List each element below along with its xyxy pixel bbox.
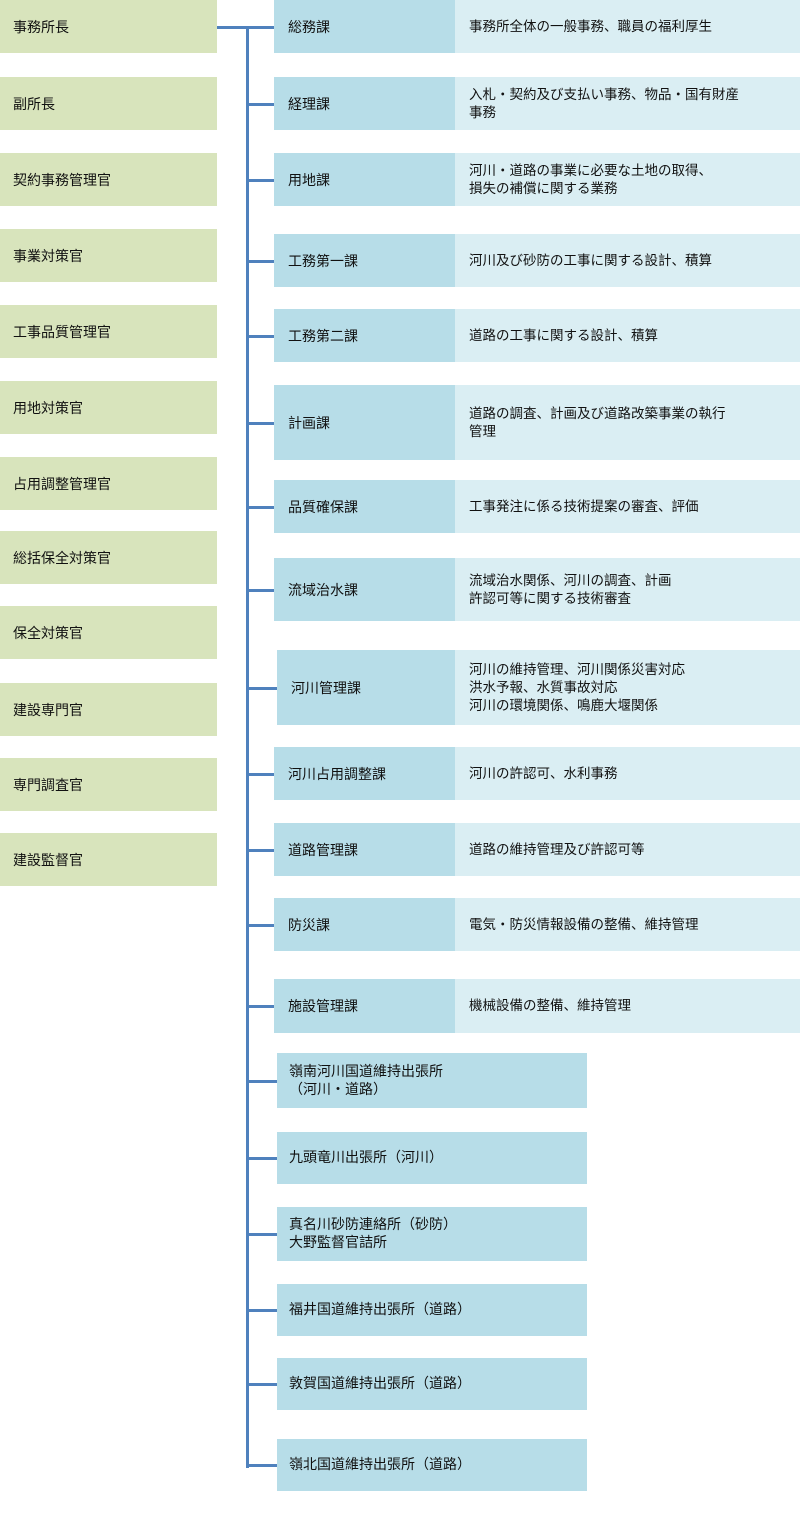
department-box: 流域治水課 — [274, 558, 455, 621]
duty-box: 事務所全体の一般事務、職員の福利厚生 — [455, 0, 800, 53]
department-box: 道路管理課 — [274, 823, 455, 876]
branch-connector — [247, 772, 274, 776]
duty-box: 工事発注に係る技術提案の審査、評価 — [455, 480, 800, 533]
department-box: 防災課 — [274, 898, 455, 951]
official-box: 事務所長 — [0, 0, 217, 53]
duty-box: 河川及び砂防の工事に関する設計、積算 — [455, 234, 800, 287]
department-box: 工務第二課 — [274, 309, 455, 362]
department-box: 河川占用調整課 — [274, 747, 455, 800]
office-box: 真名川砂防連絡所（砂防） 大野監督官詰所 — [277, 1207, 587, 1261]
office-box: 福井国道維持出張所（道路） — [277, 1284, 587, 1336]
duty-box: 河川の維持管理、河川関係災害対応 洪水予報、水質事故対応 河川の環境関係、鳴鹿大… — [455, 650, 800, 725]
branch-connector — [247, 102, 274, 106]
official-box: 事業対策官 — [0, 229, 217, 282]
official-box: 建設専門官 — [0, 683, 217, 736]
department-box: 経理課 — [274, 77, 455, 130]
branch-connector — [247, 25, 274, 29]
branch-connector — [247, 1079, 277, 1083]
branch-connector — [247, 178, 274, 182]
official-box: 専門調査官 — [0, 758, 217, 811]
branch-connector — [247, 259, 274, 263]
official-box: 工事品質管理官 — [0, 305, 217, 358]
official-box: 占用調整管理官 — [0, 457, 217, 510]
branch-connector — [247, 1383, 277, 1386]
official-box: 副所長 — [0, 77, 217, 130]
duty-box: 入札・契約及び支払い事務、物品・国有財産 事務 — [455, 77, 800, 130]
office-box: 嶺南河川国道維持出張所 （河川・道路） — [277, 1053, 587, 1108]
branch-connector — [247, 1464, 277, 1467]
branch-connector — [247, 588, 274, 592]
department-box: 河川管理課 — [277, 650, 455, 725]
branch-connector — [247, 923, 274, 927]
official-box: 保全対策官 — [0, 606, 217, 659]
office-box: 九頭竜川出張所（河川） — [277, 1132, 587, 1184]
branch-connector — [247, 1309, 277, 1312]
official-box: 総括保全対策官 — [0, 531, 217, 584]
branch-connector — [247, 1157, 277, 1160]
department-box: 総務課 — [274, 0, 455, 53]
department-box: 計画課 — [274, 385, 455, 460]
branch-connector — [247, 1005, 274, 1008]
department-box: 用地課 — [274, 153, 455, 206]
official-box: 建設監督官 — [0, 833, 217, 886]
branch-connector — [247, 848, 274, 852]
trunk-line — [246, 26, 249, 1468]
duty-box: 電気・防災情報設備の整備、維持管理 — [455, 898, 800, 951]
branch-connector — [247, 686, 277, 690]
official-box: 契約事務管理官 — [0, 153, 217, 206]
department-box: 品質確保課 — [274, 480, 455, 533]
duty-box: 道路の維持管理及び許認可等 — [455, 823, 800, 876]
branch-connector — [247, 421, 274, 425]
duty-box: 河川の許認可、水利事務 — [455, 747, 800, 800]
official-box: 用地対策官 — [0, 381, 217, 434]
office-box: 嶺北国道維持出張所（道路） — [277, 1439, 587, 1491]
department-box: 工務第一課 — [274, 234, 455, 287]
duty-box: 機械設備の整備、維持管理 — [455, 979, 800, 1033]
office-box: 敦賀国道維持出張所（道路） — [277, 1358, 587, 1410]
branch-connector — [247, 334, 274, 338]
duty-box: 流域治水関係、河川の調査、計画 許認可等に関する技術審査 — [455, 558, 800, 621]
director-connector — [217, 26, 249, 29]
duty-box: 道路の工事に関する設計、積算 — [455, 309, 800, 362]
duty-box: 河川・道路の事業に必要な土地の取得、 損失の補償に関する業務 — [455, 153, 800, 206]
branch-connector — [247, 505, 274, 509]
branch-connector — [247, 1233, 277, 1236]
duty-box: 道路の調査、計画及び道路改築事業の執行 管理 — [455, 385, 800, 460]
department-box: 施設管理課 — [274, 979, 455, 1033]
